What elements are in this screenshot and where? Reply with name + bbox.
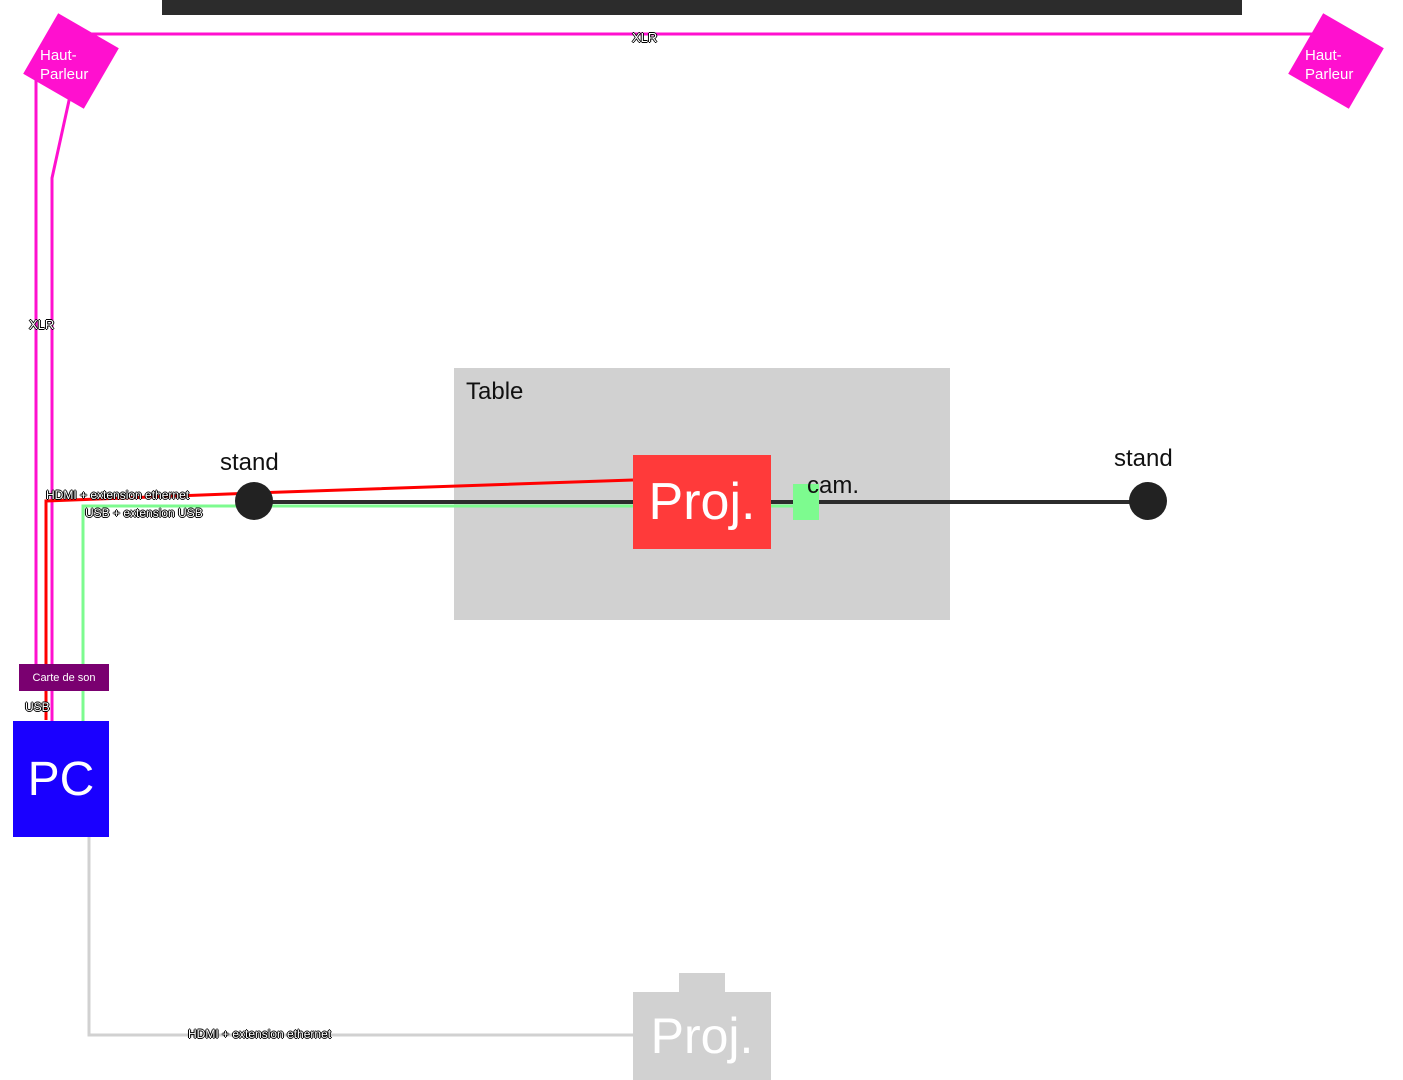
speaker-right: Haut- Parleur: [1288, 13, 1384, 109]
xlr-left-label: XLR: [29, 317, 55, 332]
projector-bottom: Proj.: [633, 992, 771, 1080]
xlr-cable-left-inner: [50, 95, 72, 725]
stand-left-label: stand: [220, 449, 279, 476]
speaker-left: Haut- Parleur: [23, 13, 119, 109]
soundcard-label: Carte de son: [32, 671, 96, 684]
camera: [793, 484, 819, 520]
camera-label: cam.: [807, 472, 860, 499]
table-label: Table: [466, 378, 524, 405]
projector-top-label: Proj.: [648, 473, 756, 531]
usb-label: USB: [25, 700, 50, 714]
hdmi-cable-bottom: [87, 837, 633, 1037]
stand-left: [235, 482, 273, 520]
screen-bar: [162, 0, 1242, 15]
stand-right: [1129, 482, 1167, 520]
hdmi-bottom-label: HDMI + extension ethernet: [188, 1027, 332, 1041]
hdmi-cable-red: [44, 478, 634, 720]
speaker-right-label: Haut- Parleur: [1305, 47, 1354, 83]
stand-right-label: stand: [1114, 445, 1173, 472]
xlr-top-label: XLR: [632, 30, 658, 45]
projector-top: Proj.: [633, 455, 771, 549]
speaker-left-label: Haut- Parleur: [40, 47, 89, 83]
usb-extension-label: USB + extension USB: [85, 506, 203, 520]
projector-bottom-label: Proj.: [650, 1008, 754, 1064]
pc: PC: [13, 721, 109, 837]
usb-cable-green: [81, 504, 793, 721]
hdmi-top-label: HDMI + extension ethernet: [46, 488, 190, 502]
soundcard: Carte de son: [19, 664, 109, 691]
pc-label: PC: [27, 752, 95, 806]
projector-bottom-lens: [679, 973, 725, 993]
